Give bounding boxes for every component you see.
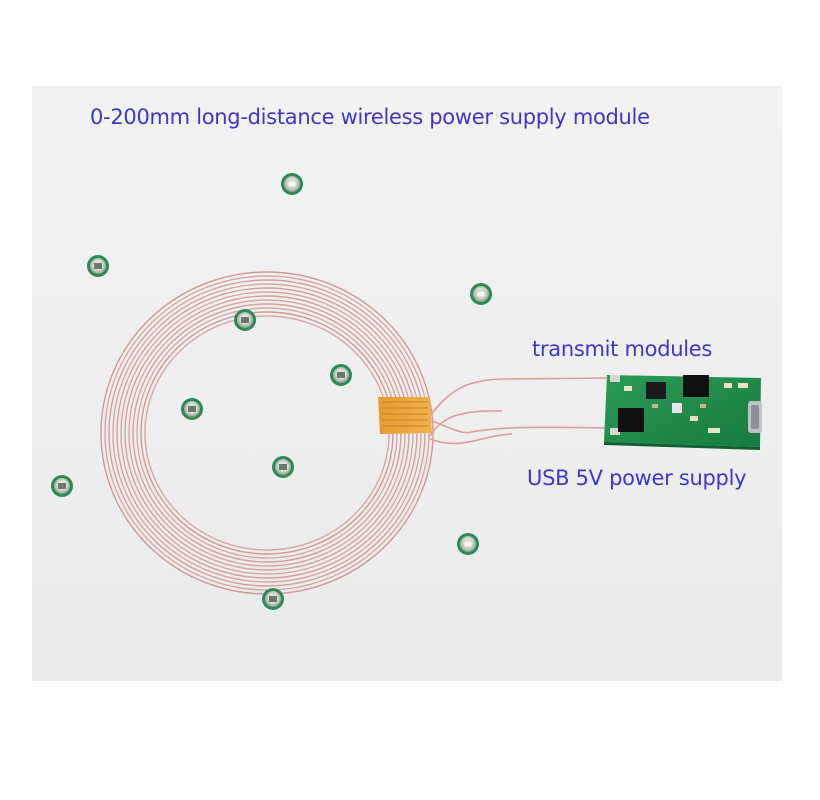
product-title: 0-200mm long-distance wireless power sup… bbox=[90, 105, 650, 129]
usb-power-label: USB 5V power supply bbox=[527, 466, 747, 490]
led-receiver-8 bbox=[51, 475, 73, 497]
wireless-power-scene bbox=[51, 173, 762, 610]
led-receiver-5 bbox=[330, 364, 352, 386]
led-receivers bbox=[51, 173, 492, 610]
transmit-module bbox=[604, 375, 762, 450]
led-receiver-4 bbox=[234, 309, 256, 331]
lead-wires bbox=[429, 377, 611, 445]
led-receiver-6 bbox=[181, 398, 203, 420]
product-photo: 0-200mm long-distance wireless power sup… bbox=[32, 86, 782, 681]
led-receiver-3 bbox=[470, 283, 492, 305]
led-receiver-9 bbox=[457, 533, 479, 555]
led-receiver-7 bbox=[272, 456, 294, 478]
led-receiver-1 bbox=[281, 173, 303, 195]
led-receiver-10 bbox=[262, 588, 284, 610]
led-receiver-2 bbox=[87, 255, 109, 277]
flex-tape bbox=[378, 397, 432, 434]
transmit-modules-label: transmit modules bbox=[532, 337, 713, 361]
